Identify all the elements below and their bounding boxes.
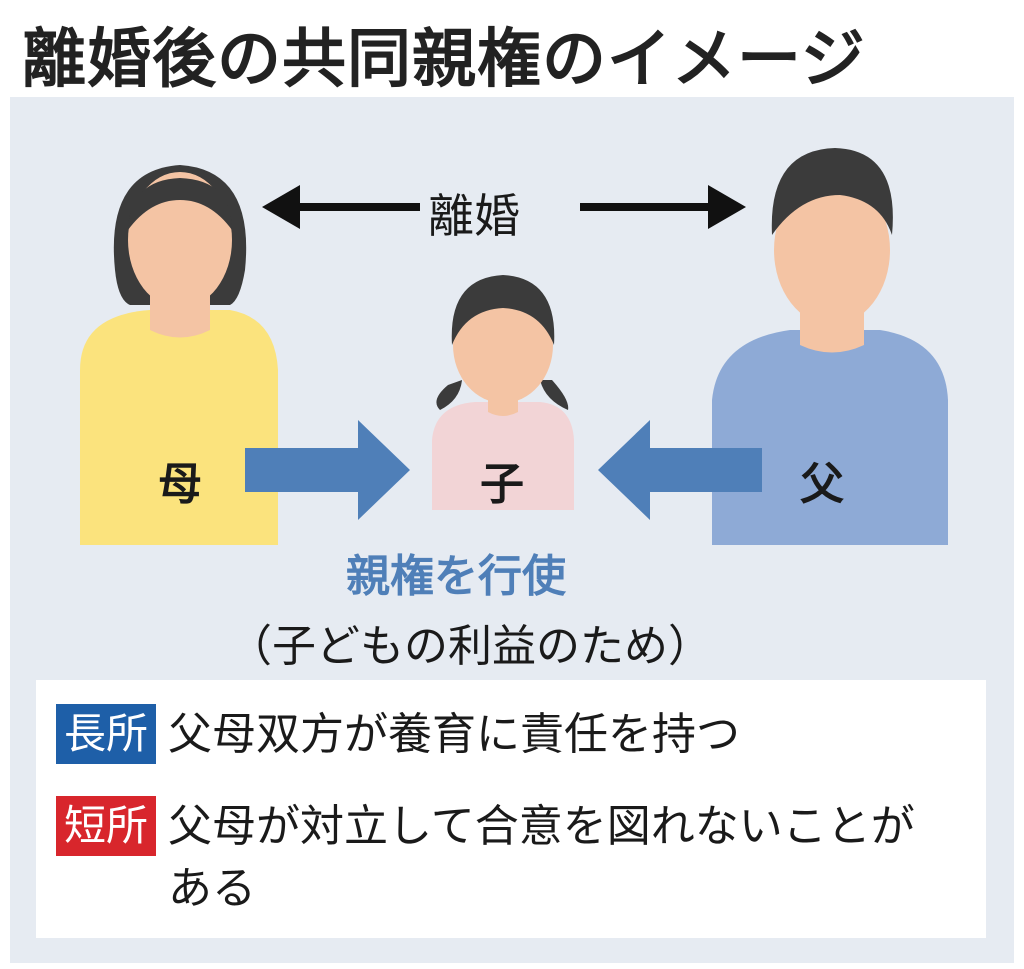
con-row: 短所 父母が対立して合意を図れないことがある — [56, 796, 928, 920]
rights-sub: （子どもの利益のため） — [228, 621, 712, 672]
con-badge: 短所 — [56, 796, 157, 856]
divorce-arrow — [262, 185, 746, 229]
con-text: 父母が対立して合意を図れないことがある — [168, 801, 915, 914]
mother-to-child-arrow — [245, 420, 410, 520]
rights-label: 親権を行使 — [346, 551, 566, 602]
father-figure — [712, 148, 948, 545]
mother-figure — [80, 165, 278, 545]
divorce-label: 離婚 — [428, 189, 520, 243]
info-box: 長所 父母双方が養育に責任を持つ 短所 父母が対立して合意を図れないことがある — [36, 680, 986, 938]
pro-text: 父母双方が養育に責任を持つ — [168, 709, 741, 760]
child-figure — [432, 275, 574, 510]
father-to-child-arrow — [598, 420, 762, 520]
pro-row: 長所 父母双方が養育に責任を持つ — [56, 704, 928, 766]
page-title: 離婚後の共同親権のイメージ — [22, 23, 866, 97]
pro-badge: 長所 — [56, 704, 157, 764]
mother-label: 母 — [158, 459, 202, 510]
child-label: 子 — [480, 459, 524, 510]
father-label: 父 — [800, 459, 844, 510]
